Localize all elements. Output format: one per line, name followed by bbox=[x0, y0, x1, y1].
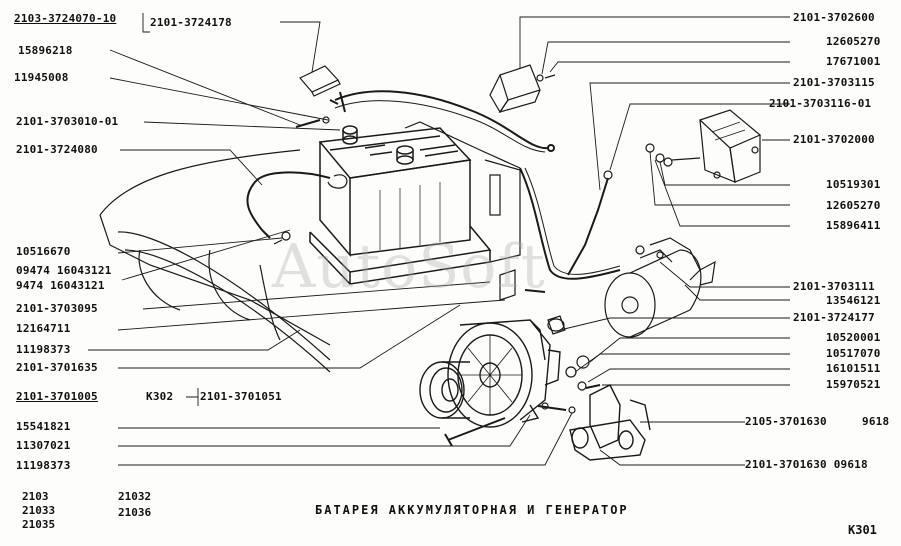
model-21035: 21035 bbox=[22, 518, 56, 531]
label-r13: 10520001 bbox=[826, 331, 881, 344]
regulator-fasteners bbox=[645, 143, 701, 167]
label-l10: 11198373 bbox=[16, 343, 71, 356]
label-r8: 12605270 bbox=[826, 199, 881, 212]
label-l12b: К302 bbox=[146, 390, 174, 403]
pulley bbox=[419, 361, 470, 419]
label-l3: 11945008 bbox=[14, 71, 69, 84]
label-r5: 2101-3703116-01 bbox=[769, 97, 872, 110]
label-r3: 17671001 bbox=[826, 55, 881, 68]
support-rod bbox=[499, 269, 546, 301]
label-l12a: 2101-3701005 bbox=[16, 390, 98, 403]
label-l13: 15541821 bbox=[16, 420, 71, 433]
label-l7b: 9474 16043121 bbox=[16, 279, 105, 292]
label-l15: 11198373 bbox=[16, 459, 71, 472]
terminal-cap bbox=[299, 65, 341, 97]
label-r17a: 2105-3701630 bbox=[745, 415, 827, 428]
label-r1: 2101-3702600 bbox=[793, 11, 875, 24]
label-r10: 2101-3703111 bbox=[793, 280, 875, 293]
label-r12: 2101-3724177 bbox=[793, 311, 875, 324]
label-l4: 2101-3703010-01 bbox=[16, 115, 119, 128]
long-bolt bbox=[444, 417, 506, 447]
label-l2: 15896218 bbox=[18, 44, 73, 57]
voltage-regulator bbox=[698, 109, 762, 183]
battery bbox=[309, 125, 492, 285]
relay bbox=[489, 64, 556, 114]
label-l9: 12164711 bbox=[16, 322, 71, 335]
label-r16: 15970521 bbox=[826, 378, 881, 391]
bracket-fasteners bbox=[565, 355, 601, 391]
leader-lines bbox=[88, 13, 790, 466]
label-l11: 2101-3701635 bbox=[16, 361, 98, 374]
label-l7a: 09474 16043121 bbox=[16, 264, 112, 277]
label-r15: 16101511 bbox=[826, 362, 881, 375]
tension-clamp bbox=[547, 315, 566, 335]
starter-cable bbox=[519, 167, 621, 280]
nut-washer bbox=[537, 402, 576, 414]
label-l12c: 2101-3701051 bbox=[200, 390, 282, 403]
label-l1b: 2101-3724178 bbox=[150, 16, 232, 29]
cable-top bbox=[329, 90, 555, 153]
model-21033: 21033 bbox=[22, 504, 56, 517]
label-l14: 11307021 bbox=[16, 439, 71, 452]
model-21036: 21036 bbox=[118, 506, 152, 519]
label-r11: 13546121 bbox=[826, 294, 881, 307]
battery-holddown bbox=[404, 121, 521, 263]
page-code: К301 bbox=[848, 523, 877, 537]
label-r17b: 9618 bbox=[862, 415, 890, 428]
label-l5: 2101-3724080 bbox=[16, 143, 98, 156]
car-body-outline bbox=[99, 149, 331, 373]
label-r18: 2101-3701630 09618 bbox=[745, 458, 868, 471]
label-r4: 2101-3703115 bbox=[793, 76, 875, 89]
label-l8: 2101-3703095 bbox=[16, 302, 98, 315]
label-r9: 15896411 bbox=[826, 219, 881, 232]
label-r14: 10517070 bbox=[826, 347, 881, 360]
starter bbox=[604, 237, 716, 338]
model-21032: 21032 bbox=[118, 490, 152, 503]
page-title: БАТАРЕЯ АККУМУЛЯТОРНАЯ И ГЕНЕРАТОР bbox=[315, 503, 629, 517]
model-2103: 2103 bbox=[22, 490, 49, 503]
label-r7: 10519301 bbox=[826, 178, 881, 191]
bolt-small bbox=[295, 116, 330, 128]
alternator bbox=[447, 319, 561, 428]
wire-rod bbox=[567, 170, 613, 276]
watermark: AutoSoft bbox=[272, 232, 546, 302]
generator-bracket bbox=[569, 384, 651, 461]
label-l6: 10516670 bbox=[16, 245, 71, 258]
label-r2: 12605270 bbox=[826, 35, 881, 48]
label-r6: 2101-3702000 bbox=[793, 133, 875, 146]
label-l1a: 2103-3724070-10 bbox=[14, 12, 117, 25]
